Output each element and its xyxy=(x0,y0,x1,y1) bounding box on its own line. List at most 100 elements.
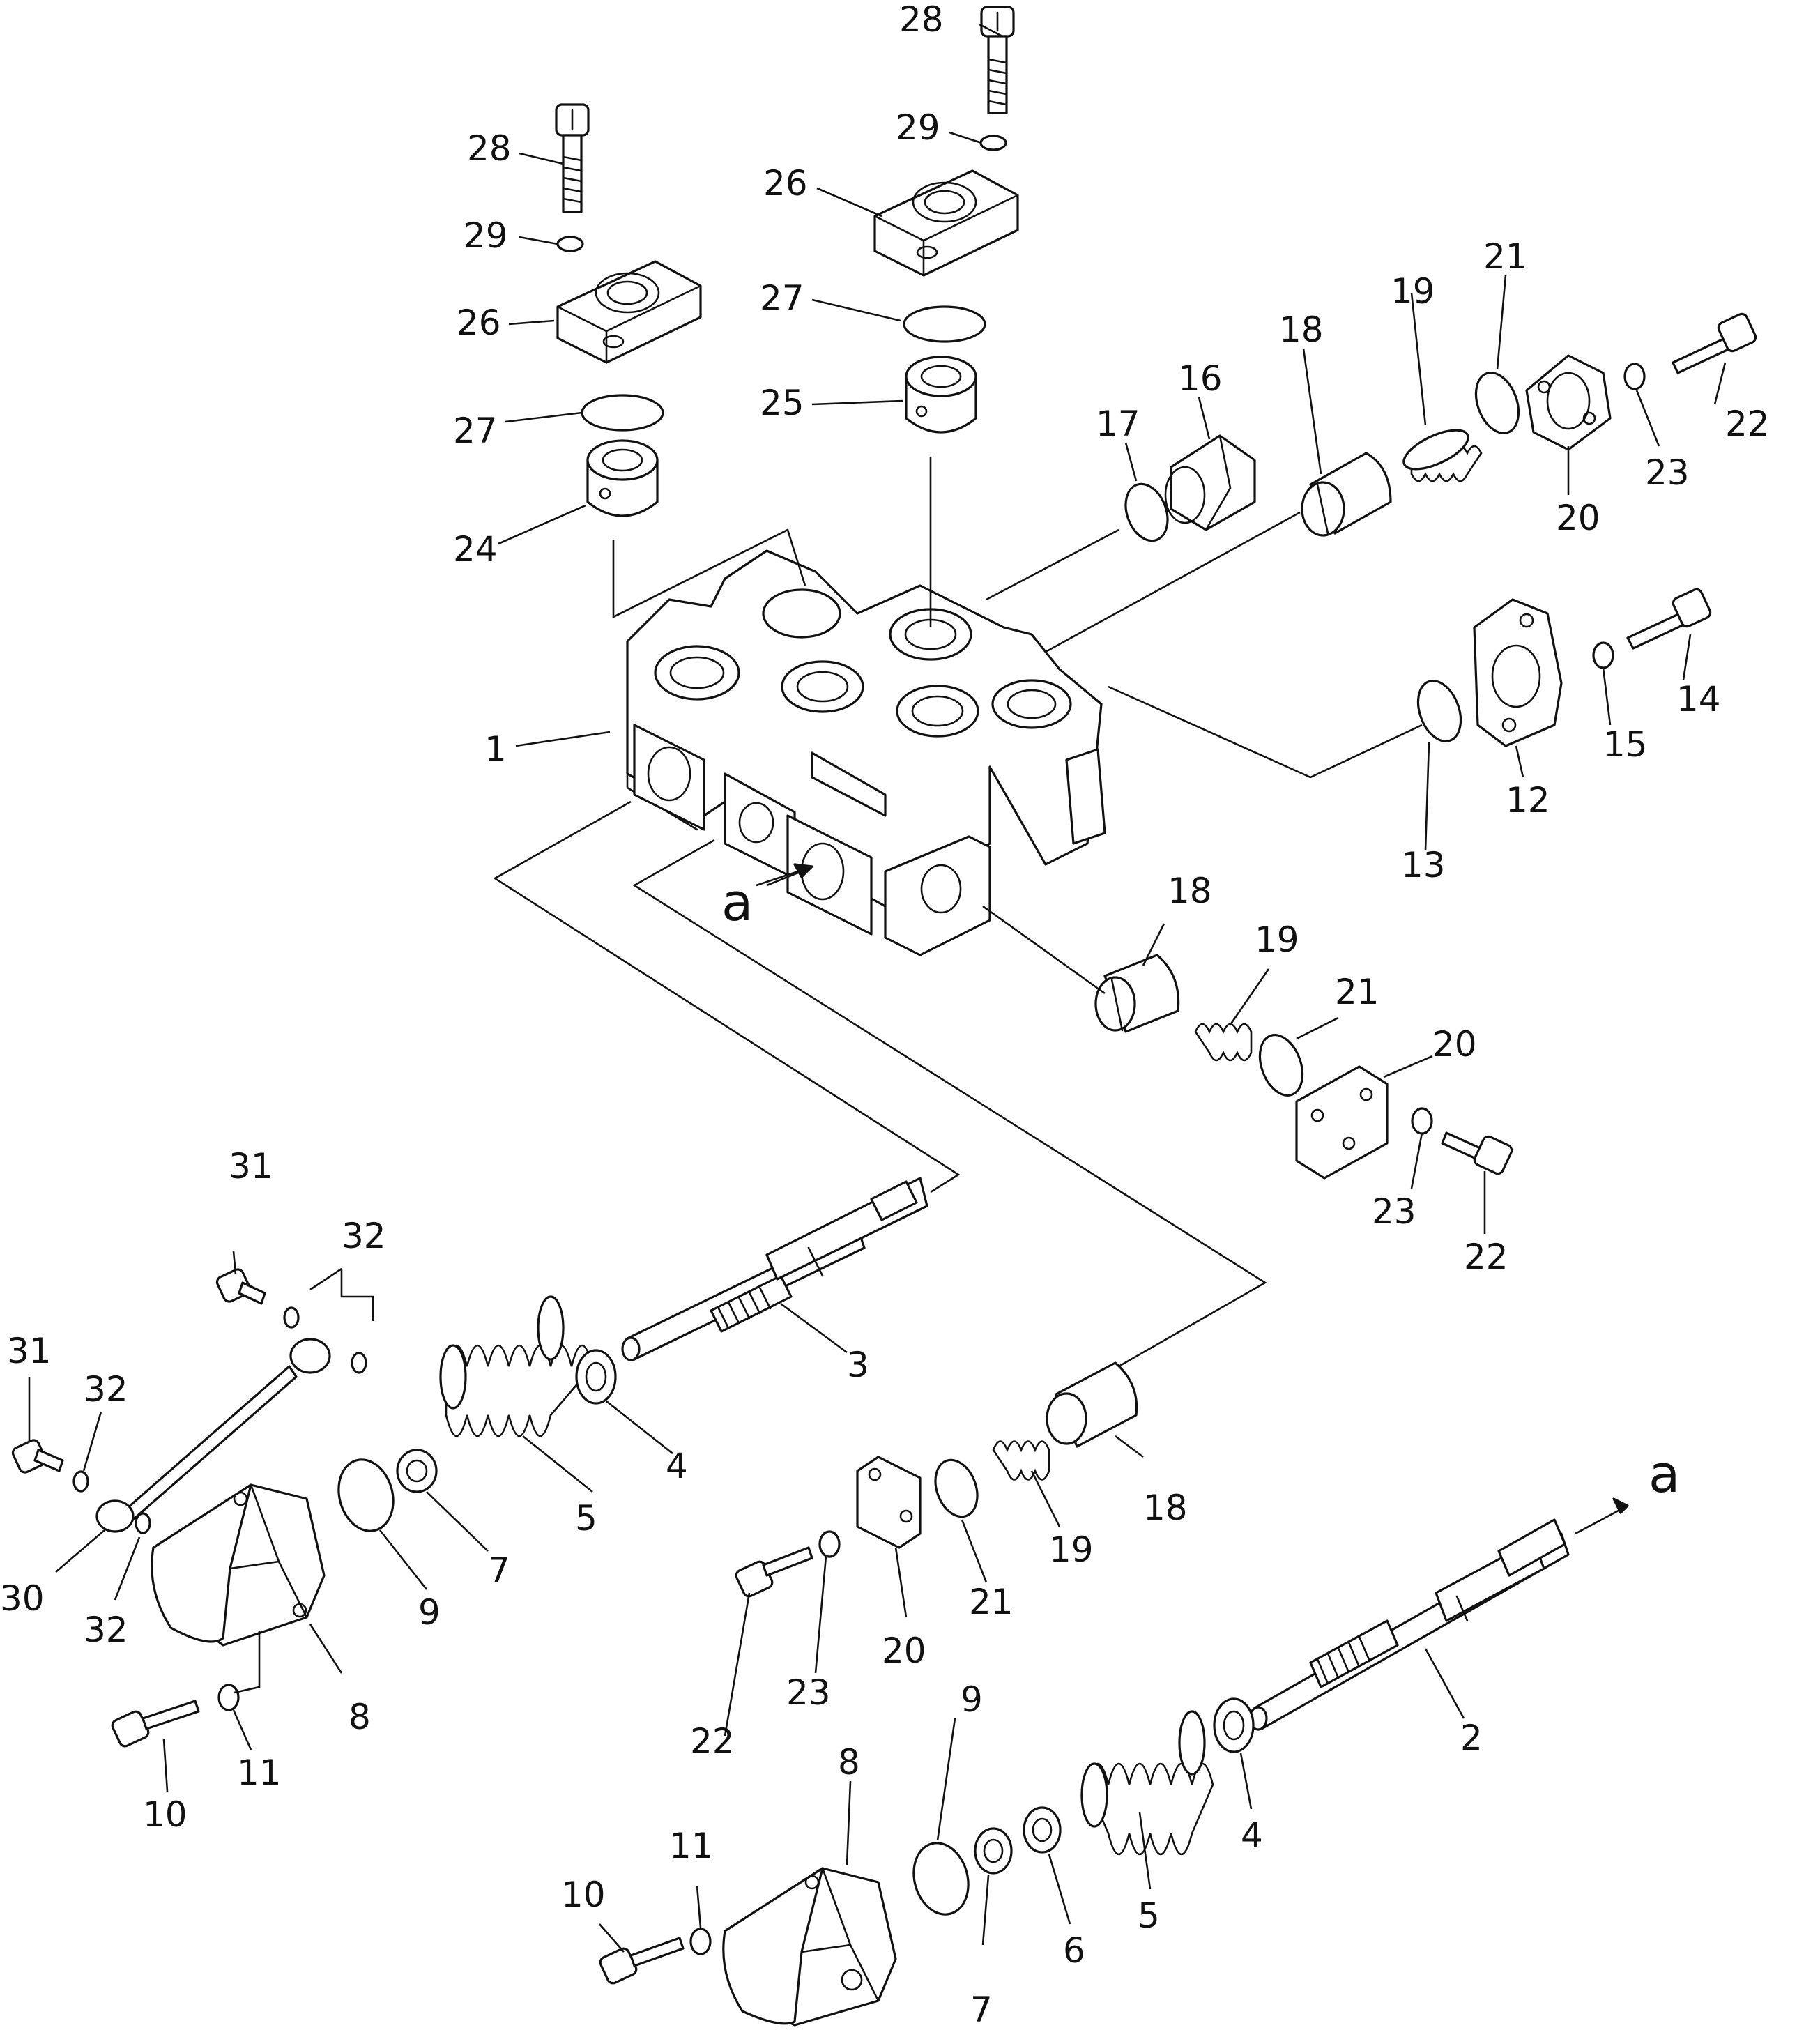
washer-part-29-left xyxy=(556,236,584,252)
label-5-lower: 5 xyxy=(1138,1895,1160,1936)
label-10-upper: 10 xyxy=(143,1794,188,1835)
label-9-upper: 9 xyxy=(418,1592,441,1633)
bolt-part-31-top xyxy=(215,1268,266,1305)
label-22-lower: 22 xyxy=(690,1721,735,1762)
label-6: 6 xyxy=(1063,1930,1085,1971)
spring-part-5-lower xyxy=(1080,1710,1214,1856)
bolt-part-22-lower xyxy=(735,1546,813,1598)
label-10-lower: 10 xyxy=(561,1875,606,1915)
label-17: 17 xyxy=(1096,404,1140,444)
label-18-mid: 18 xyxy=(1168,871,1212,911)
bolt-part-28-left xyxy=(555,103,590,213)
label-27-top: 27 xyxy=(760,278,804,319)
piston-part-18-mid xyxy=(1094,954,1180,1033)
cover-part-20-mid xyxy=(1295,1065,1389,1180)
washer-part-6 xyxy=(1023,1806,1062,1854)
washer-part-32-a xyxy=(283,1306,300,1329)
label-a-body: a xyxy=(721,873,753,933)
label-29-top: 29 xyxy=(896,107,940,148)
label-11-upper: 11 xyxy=(237,1753,282,1793)
washer-part-29-top xyxy=(979,135,1007,151)
label-15: 15 xyxy=(1603,724,1648,765)
label-19-top: 19 xyxy=(1391,271,1435,312)
valve-body-part-1 xyxy=(626,549,1106,956)
label-32-left: 32 xyxy=(84,1369,128,1410)
label-14: 14 xyxy=(1676,679,1721,719)
spring-part-19-upper xyxy=(1402,429,1483,482)
label-19-mid: 19 xyxy=(1255,919,1299,960)
spring-part-19-lower xyxy=(992,1440,1050,1481)
label-24: 24 xyxy=(453,529,498,570)
washer-part-15 xyxy=(1592,641,1614,669)
label-7-upper: 7 xyxy=(488,1550,510,1591)
label-18-lower: 18 xyxy=(1143,1488,1188,1528)
washer-part-11-upper xyxy=(217,1684,240,1711)
label-9-lower: 9 xyxy=(961,1679,983,1720)
label-4-upper: 4 xyxy=(666,1446,688,1486)
sleeve-part-24 xyxy=(586,439,659,517)
washer-part-32-b xyxy=(351,1352,367,1374)
label-21-lower: 21 xyxy=(969,1582,1014,1622)
label-23-mid: 23 xyxy=(1372,1191,1416,1232)
label-20-mid: 20 xyxy=(1432,1024,1477,1064)
washer-part-7-upper xyxy=(396,1449,438,1493)
washer-part-11-lower xyxy=(689,1928,712,1955)
spool-part-3 xyxy=(621,1177,928,1361)
label-18-top: 18 xyxy=(1279,310,1324,350)
washer-part-32-c xyxy=(72,1470,89,1493)
label-8-upper: 8 xyxy=(349,1697,371,1737)
cover-part-20-upper xyxy=(1525,354,1612,451)
label-28-left: 28 xyxy=(467,128,512,169)
bolt-part-22-upper xyxy=(1672,312,1757,374)
washer-part-23-upper xyxy=(1623,362,1646,390)
label-7-lower: 7 xyxy=(970,1990,993,2030)
label-1: 1 xyxy=(484,729,507,770)
label-a-spool: a xyxy=(1649,1444,1680,1504)
plug-part-16 xyxy=(1164,434,1256,531)
label-32-bottom: 32 xyxy=(84,1610,128,1650)
bolt-part-28-top xyxy=(980,6,1015,114)
label-4-lower: 4 xyxy=(1241,1815,1263,1856)
washer-part-4-lower xyxy=(1213,1697,1255,1753)
label-22-mid: 22 xyxy=(1464,1237,1508,1277)
label-27-left: 27 xyxy=(453,411,498,451)
link-part-30 xyxy=(95,1338,331,1533)
label-26-top: 26 xyxy=(763,163,808,204)
cap-part-8-lower xyxy=(722,1867,897,2027)
piston-part-18-lower xyxy=(1046,1361,1138,1448)
spool-part-2 xyxy=(1248,1518,1570,1731)
washer-part-32-d xyxy=(135,1512,151,1534)
label-11-lower: 11 xyxy=(669,1826,714,1866)
label-2: 2 xyxy=(1460,1718,1483,1758)
label-21-top: 21 xyxy=(1483,236,1528,277)
label-23-top: 23 xyxy=(1645,452,1690,493)
label-8-lower: 8 xyxy=(838,1742,860,1783)
piston-part-18-upper xyxy=(1301,452,1392,537)
o-ring-part-17 xyxy=(1124,482,1169,542)
cover-part-12 xyxy=(1473,598,1563,747)
bolt-part-22-mid xyxy=(1441,1131,1513,1175)
o-ring-part-21-upper xyxy=(1474,372,1520,434)
o-ring-part-9-lower xyxy=(912,1842,970,1916)
label-31-top: 31 xyxy=(229,1146,273,1186)
washer-part-23-lower xyxy=(818,1530,841,1558)
washer-part-7-lower xyxy=(974,1827,1013,1875)
label-leaders xyxy=(28,23,1727,1953)
part-labels: 1 2 3 4 4 5 5 6 7 7 8 8 9 9 10 10 11 11 … xyxy=(0,0,1770,2030)
label-31-left: 31 xyxy=(7,1331,52,1371)
label-28-top: 28 xyxy=(899,0,944,40)
o-ring-part-9-upper xyxy=(337,1458,395,1532)
label-19-lower: 19 xyxy=(1049,1529,1094,1570)
label-12: 12 xyxy=(1506,780,1550,821)
cover-part-26-left xyxy=(556,260,702,364)
bolt-part-14 xyxy=(1626,588,1712,650)
label-26-left: 26 xyxy=(457,303,501,343)
o-ring-part-21-lower xyxy=(934,1458,979,1518)
bolt-part-10-lower xyxy=(599,1937,685,1985)
assembly-lines xyxy=(493,457,1629,1535)
o-ring-part-13 xyxy=(1416,680,1462,742)
cap-part-8-upper xyxy=(151,1483,326,1647)
label-29-left: 29 xyxy=(464,215,508,256)
cover-part-26-top xyxy=(873,169,1019,277)
